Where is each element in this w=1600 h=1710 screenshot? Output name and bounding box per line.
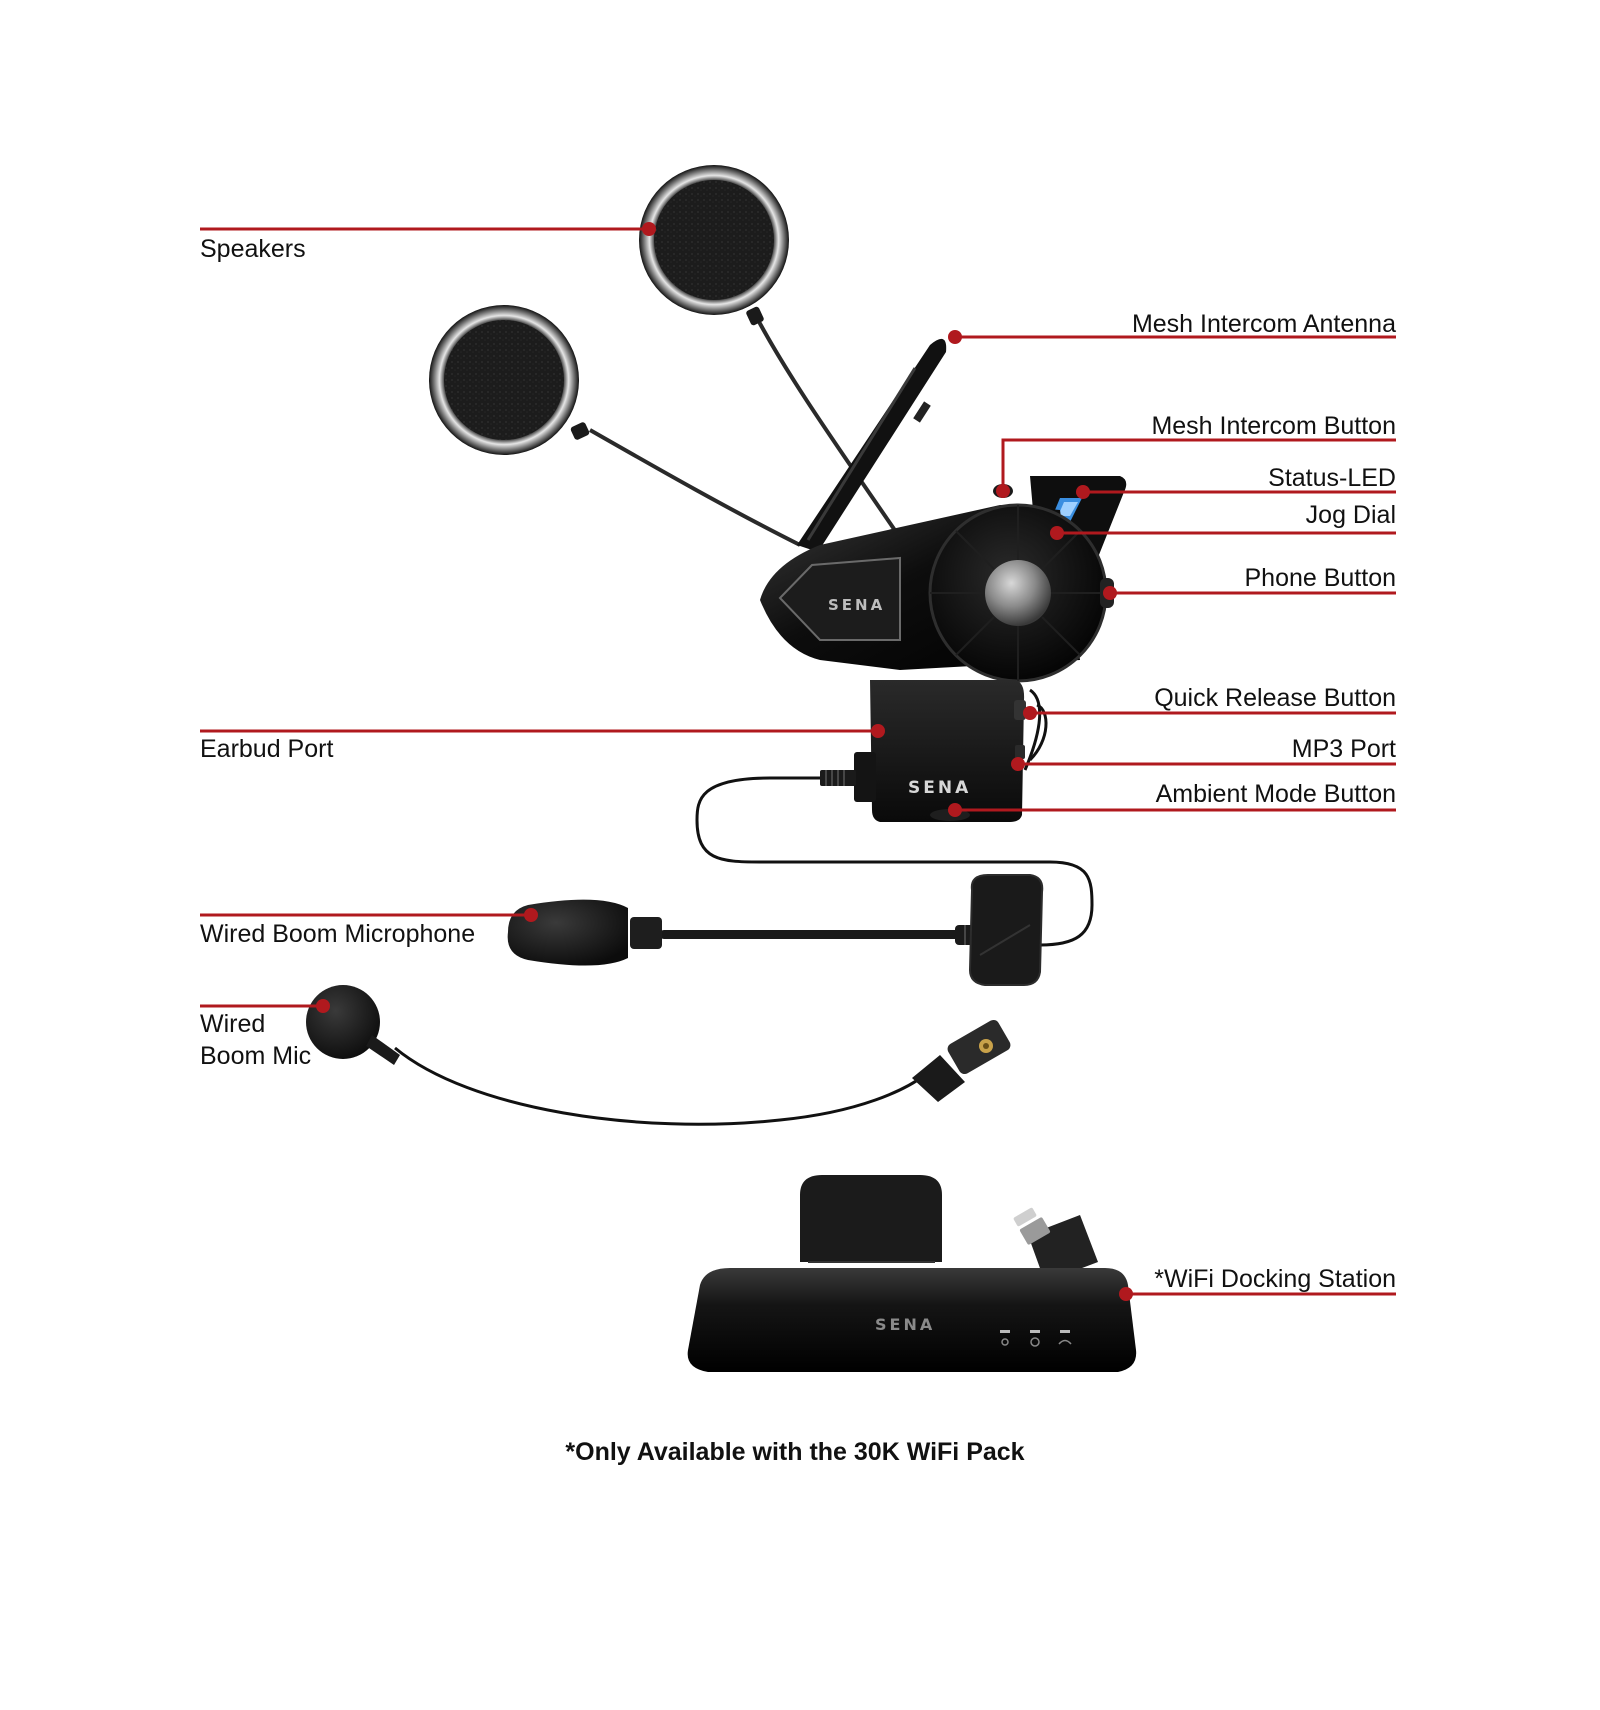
callout-lines: [200, 227, 1396, 1296]
callout-dots: [316, 222, 1133, 1301]
label-ambient-mode-button: Ambient Mode Button: [1156, 780, 1396, 808]
wifi-docking-station-illustration: SENA: [687, 1175, 1137, 1372]
label-mp3-port: MP3 Port: [1292, 735, 1396, 763]
callout-labels: Speakers Mesh Intercom Antenna Mesh Inte…: [200, 235, 1396, 1293]
headset-unit-illustration: SENA SENA: [695, 338, 1127, 947]
label-wifi-docking-station: *WiFi Docking Station: [1154, 1265, 1396, 1293]
label-wired-boom-mic-line1: Wired: [200, 1010, 265, 1038]
headset-brand-logo: SENA: [828, 596, 885, 614]
earbud-port: [854, 752, 876, 802]
docking-base: [687, 1268, 1137, 1372]
quick-release-button: [1014, 700, 1026, 720]
label-mesh-intercom-antenna: Mesh Intercom Antenna: [1132, 310, 1396, 338]
label-speakers: Speakers: [200, 235, 306, 263]
wifi-icon: [1058, 1339, 1072, 1345]
clamp-unit: [870, 680, 1025, 822]
dock-brand-logo: SENA: [875, 1315, 935, 1334]
wired-boom-microphone-illustration: [507, 874, 1044, 986]
label-jog-dial: Jog Dial: [1306, 501, 1396, 529]
jog-dial-knob: [985, 560, 1051, 626]
clamp-brand-logo: SENA: [908, 778, 971, 798]
power-icon: [1030, 1337, 1040, 1347]
label-phone-button: Phone Button: [1244, 564, 1396, 592]
label-earbud-port: Earbud Port: [200, 735, 333, 763]
label-quick-release-button: Quick Release Button: [1154, 684, 1396, 712]
wired-boom-mic-illustration: [306, 985, 1011, 1126]
label-status-led: Status-LED: [1268, 464, 1396, 492]
bluetooth-icon: [1001, 1338, 1009, 1346]
mp3-port: [1015, 745, 1025, 759]
label-wired-boom-microphone: Wired Boom Microphone: [200, 920, 475, 948]
footnote: *Only Available with the 30K WiFi Pack: [565, 1438, 1024, 1466]
label-mesh-intercom-button: Mesh Intercom Button: [1151, 412, 1396, 440]
label-wired-boom-mic-line2: Boom Mic: [200, 1042, 311, 1070]
speakers-illustration: [429, 165, 907, 547]
